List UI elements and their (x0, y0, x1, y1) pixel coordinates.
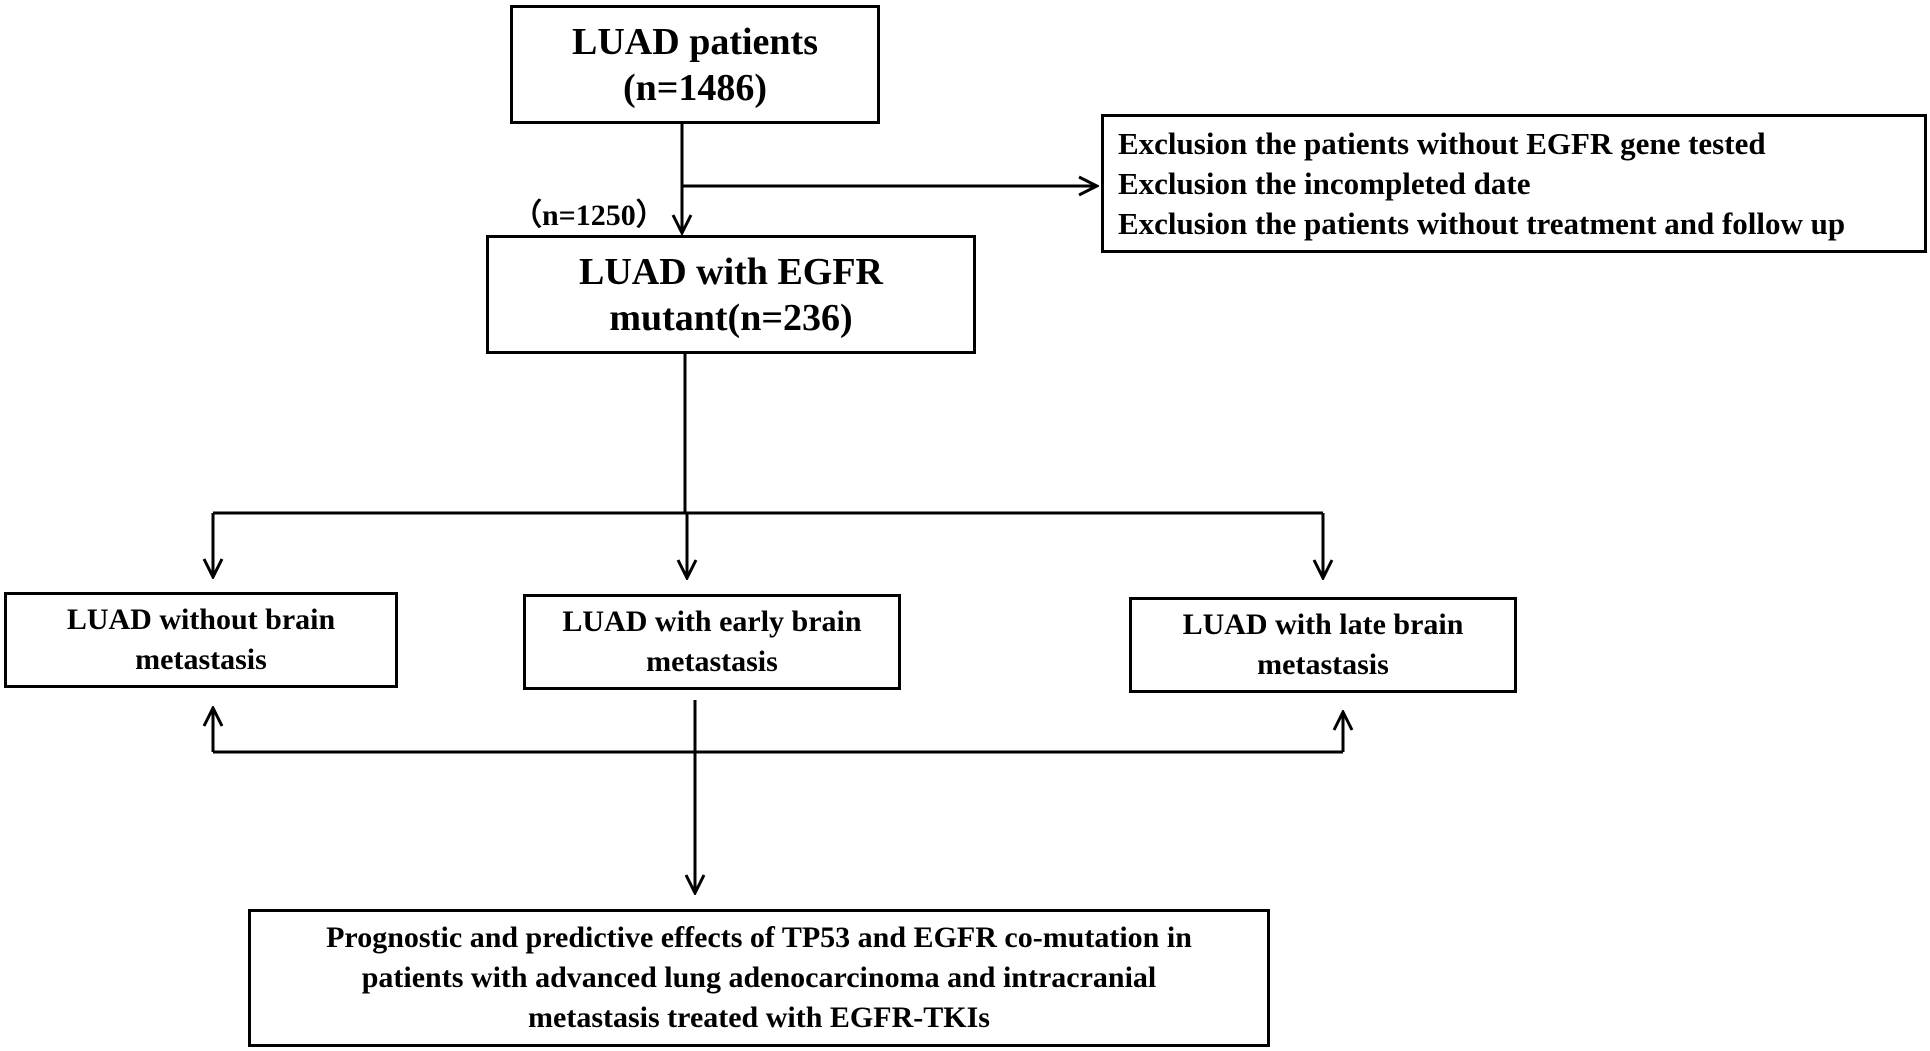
late-brain-metastasis-node: LUAD with late brain metastasis (1129, 597, 1517, 693)
outcome-line: patients with advanced lung adenocarcino… (361, 961, 1157, 994)
node-label: metastasis (1257, 648, 1389, 681)
early-brain-metastasis-node: LUAD with early brain metastasis (523, 594, 901, 690)
node-label: LUAD without brain (66, 603, 336, 636)
outcome-node: Prognostic and predictive effects of TP5… (248, 909, 1270, 1047)
exclusion-criteria-box: Exclusion the patients without EGFR gene… (1101, 114, 1927, 253)
egfr-node-title: LUAD with EGFR (578, 250, 884, 293)
start-node-count: (n=1486) (622, 66, 768, 109)
exclusion-item: Exclusion the patients without EGFR gene… (1118, 125, 1766, 161)
node-label: LUAD with early brain (562, 605, 862, 638)
node-label: metastasis (646, 645, 778, 678)
after-exclusion-count-label: （n=1250） (512, 199, 666, 232)
node-label: LUAD with late brain (1182, 608, 1464, 641)
egfr-mutant-node: LUAD with EGFR mutant(n=236) (486, 235, 976, 354)
start-node-title: LUAD patients (572, 20, 818, 63)
outcome-line: metastasis treated with EGFR-TKIs (528, 1001, 990, 1034)
egfr-node-count: mutant(n=236) (609, 296, 853, 339)
no-brain-metastasis-node: LUAD without brain metastasis (4, 592, 398, 688)
node-label: metastasis (135, 643, 267, 676)
outcome-line: Prognostic and predictive effects of TP5… (326, 921, 1192, 954)
exclusion-item: Exclusion the patients without treatment… (1118, 205, 1846, 241)
exclusion-item: Exclusion the incompleted date (1118, 165, 1531, 201)
start-node-luad-patients: LUAD patients (n=1486) (510, 5, 880, 124)
